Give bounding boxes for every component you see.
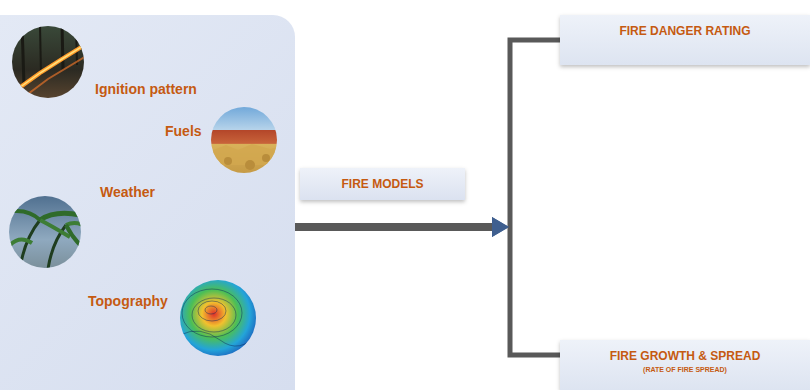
input-illustrations — [0, 15, 295, 390]
arrow-shaft — [295, 223, 494, 231]
arrow-head — [492, 217, 509, 237]
model-label-box: FIRE MODELS — [300, 168, 465, 200]
bracket-line — [510, 227, 560, 355]
arrow-head — [492, 217, 509, 237]
box-subtitle: (RATE OF FIRE SPREAD) — [643, 366, 727, 373]
box-title: FIRE GROWTH & SPREAD — [610, 349, 761, 363]
flow-connector — [295, 217, 560, 355]
input-label: Topography — [88, 293, 168, 309]
output-box: FIRE DANGER RATING — [560, 15, 810, 65]
input-label: Fuels — [165, 123, 202, 139]
input-label: Ignition pattern — [95, 81, 197, 97]
arrow-shaft — [295, 223, 494, 231]
input-panel: Ignition patternFuelsWeatherTopography — [0, 15, 295, 390]
input-label: Weather — [100, 184, 155, 200]
bracket-line — [510, 40, 560, 227]
box-title: FIRE DANGER RATING — [619, 24, 750, 38]
output-box: FIRE GROWTH & SPREAD (RATE OF FIRE SPREAD… — [560, 340, 810, 390]
flow-connector — [295, 40, 560, 237]
